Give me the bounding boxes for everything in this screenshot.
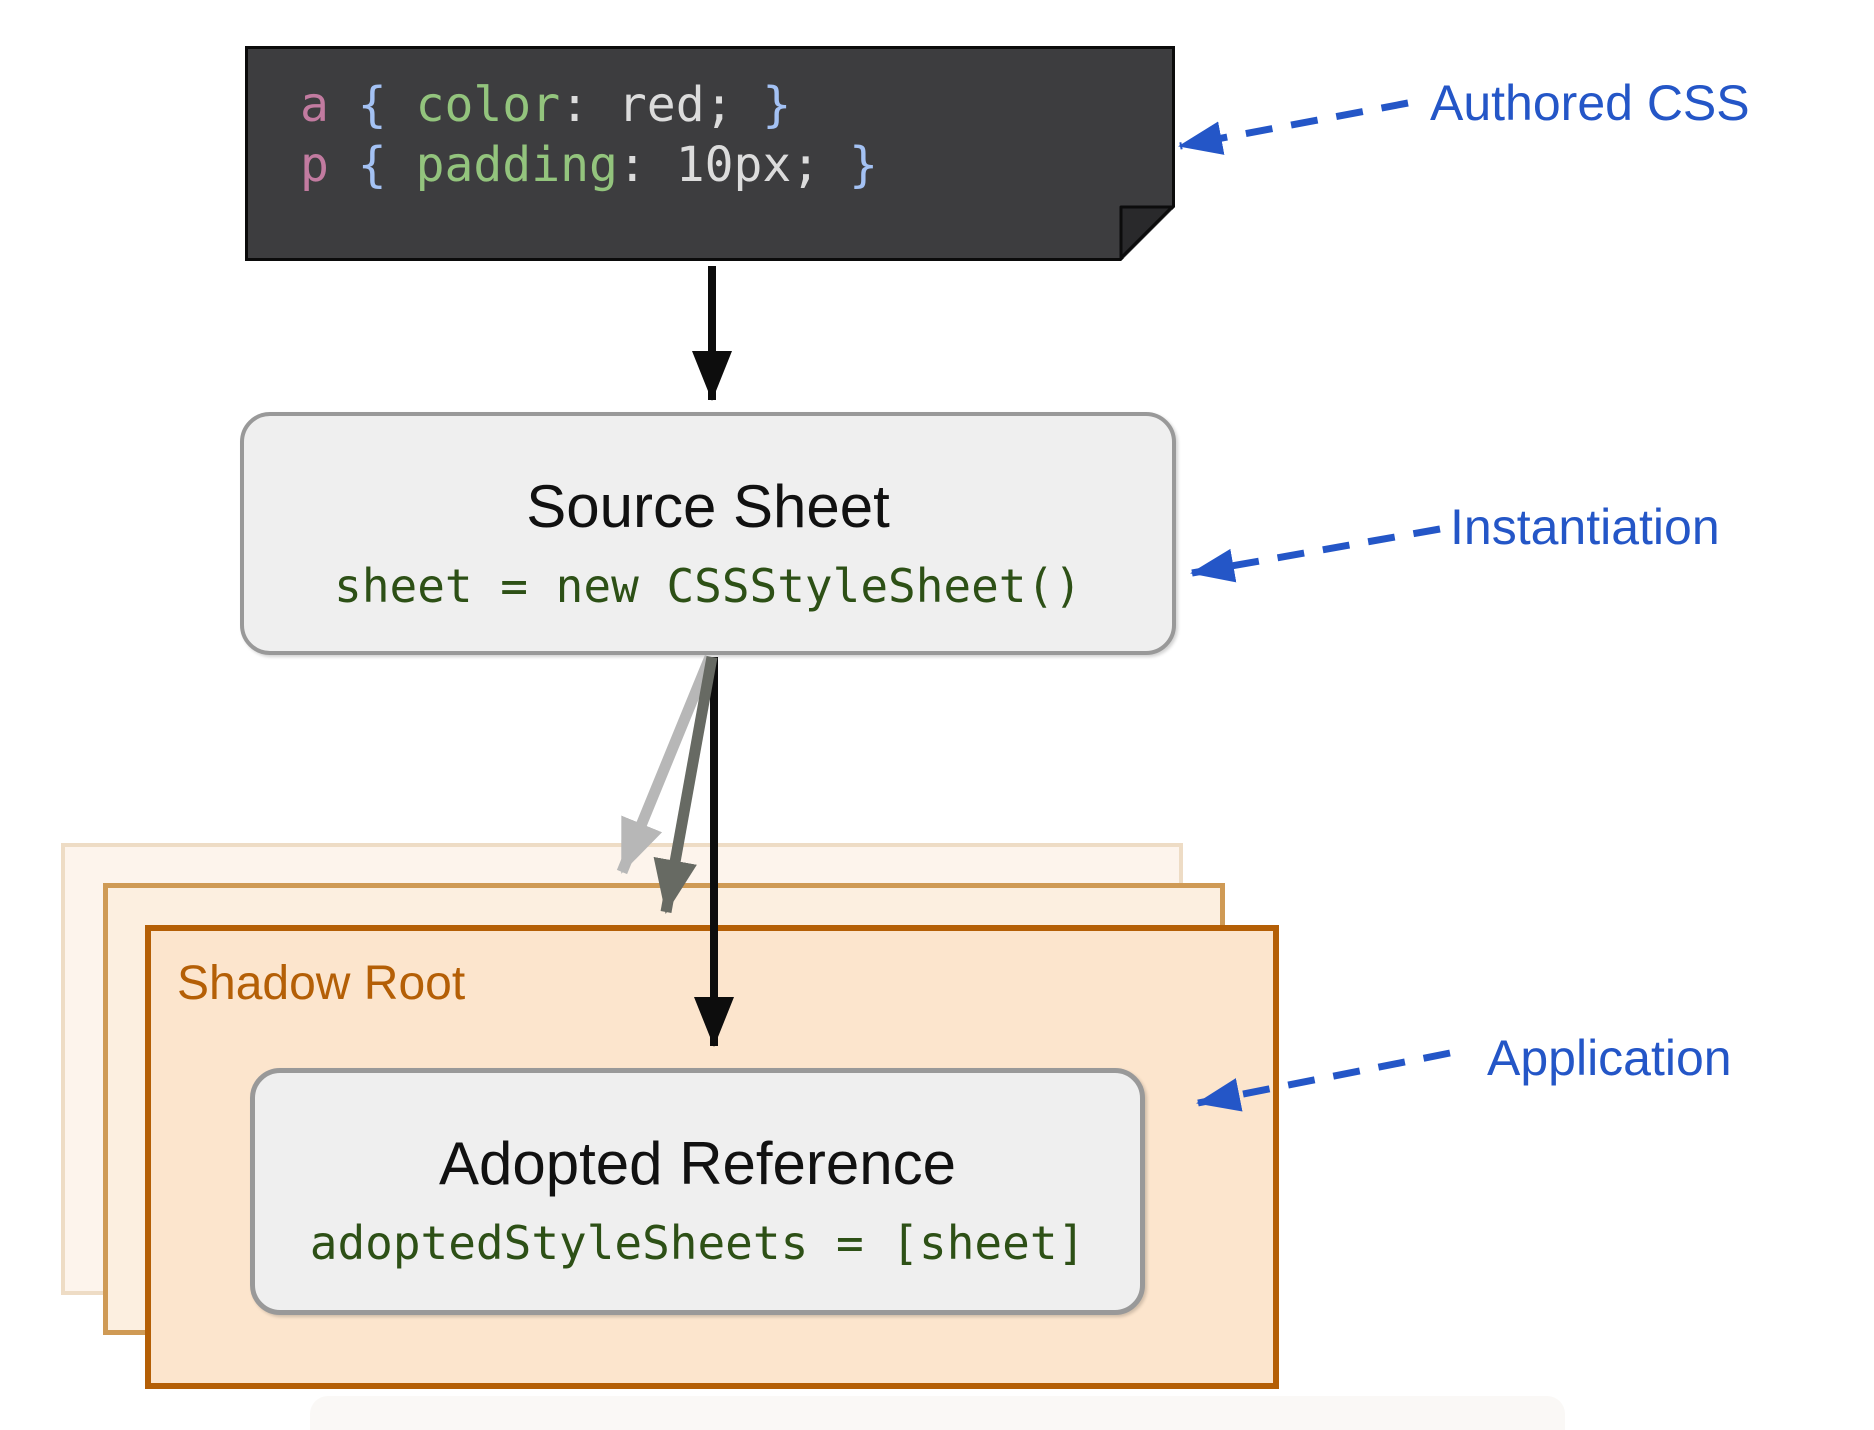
application-annotation: Application [1487,1030,1732,1086]
adopted-reference-code: adoptedStyleSheets = [sheet] [309,1216,1086,1270]
css-close-brace: } [849,137,878,193]
authored-css-annotation: Authored CSS [1430,75,1750,131]
css-rule-line: p { padding: 10px; } [300,135,1172,195]
css-value: : 10px; [617,137,850,193]
authored-css-card: a { color: red; } p { padding: 10px; } [245,46,1175,261]
css-value: : red; [560,77,763,133]
source-sheet-box: Source Sheet sheet = new CSSStyleSheet() [240,412,1176,655]
css-property: color [415,77,561,133]
css-selector: a [300,77,329,133]
css-open-brace: { [328,77,416,133]
css-property: padding [415,137,618,193]
css-selector: p [300,137,329,193]
bottom-strip [310,1396,1565,1430]
css-close-brace: } [762,77,792,133]
source-sheet-title: Source Sheet [526,473,890,540]
instantiation-annotation: Instantiation [1450,499,1720,555]
shadow-root-label: Shadow Root [177,957,466,1010]
flow-arrow-ghost-light [616,654,716,875]
annotation-arrow-instantiation [1190,525,1441,583]
annotation-arrow-authored [1178,99,1409,155]
css-open-brace: { [328,137,416,193]
css-rule-line: a { color: red; } [300,75,1172,135]
source-sheet-code: sheet = new CSSStyleSheet() [334,559,1082,613]
shadow-root-box: Shadow Root Adopted Reference adoptedSty… [145,925,1279,1389]
adopted-reference-title: Adopted Reference [438,1130,957,1197]
adopted-reference-box: Adopted Reference adoptedStyleSheets = [… [250,1068,1145,1315]
